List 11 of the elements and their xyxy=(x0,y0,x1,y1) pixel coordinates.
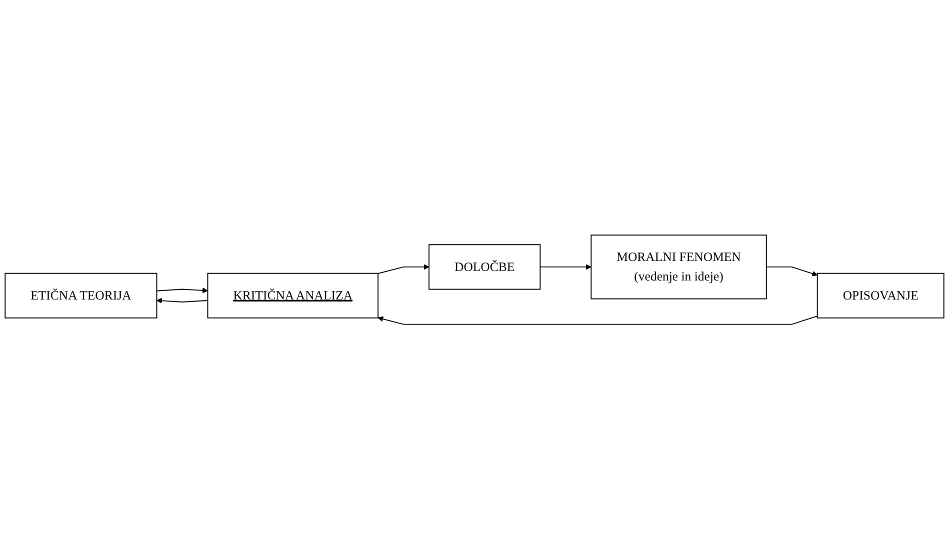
arrow xyxy=(156,298,208,304)
node-box: DOLOČBE xyxy=(428,244,541,290)
node-box: KRITIČNA ANALIZA xyxy=(207,273,378,319)
node-box: OPISOVANJE xyxy=(816,273,944,319)
arrow xyxy=(378,264,430,274)
arrow xyxy=(378,316,818,326)
arrow xyxy=(540,264,592,270)
node-box: ETIČNA TEORIJA xyxy=(4,273,158,319)
arrow xyxy=(156,288,208,294)
node-box: MORALNI FENOMEN (vedenje in ideje) xyxy=(590,234,767,300)
arrow xyxy=(766,266,818,277)
